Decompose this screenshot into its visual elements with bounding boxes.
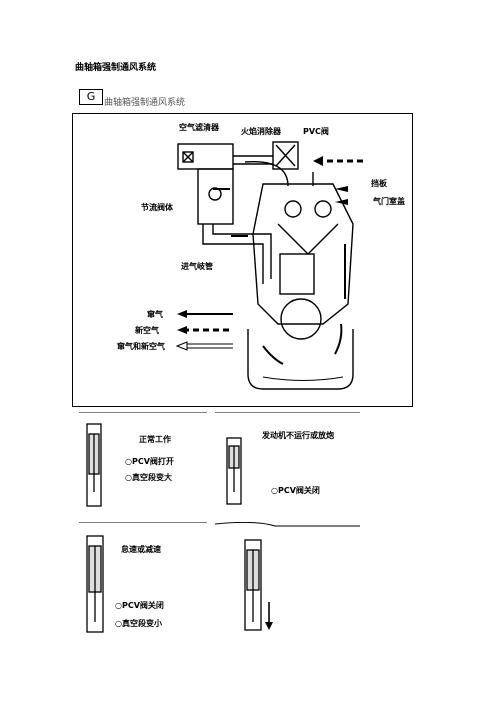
legend-blowby-and-fresh-air: 窜气和新空气 [117, 342, 165, 351]
intake-manifold-label: 进气岐管 [181, 262, 213, 271]
baffle-label: 挡板 [371, 179, 387, 188]
pcv-valve-backfire-icon [214, 521, 360, 631]
panel-engine-stopped: 发动机不运行或放炮 ○PCV阀关闭 [215, 411, 360, 510]
panel-2-line-1: ○PCV阀关闭 [271, 486, 320, 495]
panel-2-title: 发动机不运行或放炮 [262, 431, 334, 440]
panel-normal-operation: 正常工作 ○PCV阀打开 ○真空段变大 [79, 411, 207, 510]
pcv-valve-label: PVC阀 [303, 127, 329, 136]
section-title: 曲轴箱强制通风系统 [104, 98, 186, 108]
document-heading: 曲轴箱强制通风系统 [75, 63, 157, 73]
legend-fresh-air: 新空气 [135, 326, 159, 335]
panel-1-line-1: ○PCV阀打开 [125, 457, 174, 466]
air-filter-label: 空气滤清器 [179, 123, 219, 132]
pcv-valve-partial-icon [79, 521, 207, 633]
flame-arrester-label: 火焰消除器 [241, 127, 281, 136]
panel-3-title: 怠速或减速 [121, 545, 161, 554]
legend-blowby: 窜气 [147, 310, 163, 319]
panel-3-line-1: ○PCV阀关闭 [115, 601, 164, 610]
throttle-body-label: 节流阀体 [141, 203, 173, 212]
pcv-valve-closed-icon [215, 411, 360, 505]
pcv-system-figure: 空气滤清器 火焰消除器 PVC阀 挡板 气门室盖 节流阀体 进气岐管 窜气 新空… [72, 113, 413, 407]
engine-diagram [175, 141, 363, 390]
panel-backfire [214, 521, 360, 636]
pcv-valve-open-icon [79, 411, 207, 507]
section-badge: G [79, 89, 103, 105]
panel-3-line-2: ○真空段变小 [115, 619, 162, 628]
panel-1-title: 正常工作 [139, 435, 171, 444]
panel-1-line-2: ○真空段变大 [125, 473, 172, 482]
panel-idle-or-decel: 怠速或减速 ○PCV阀关闭 ○真空段变小 [79, 521, 207, 636]
valve-cover-label: 气门室盖 [373, 197, 405, 206]
